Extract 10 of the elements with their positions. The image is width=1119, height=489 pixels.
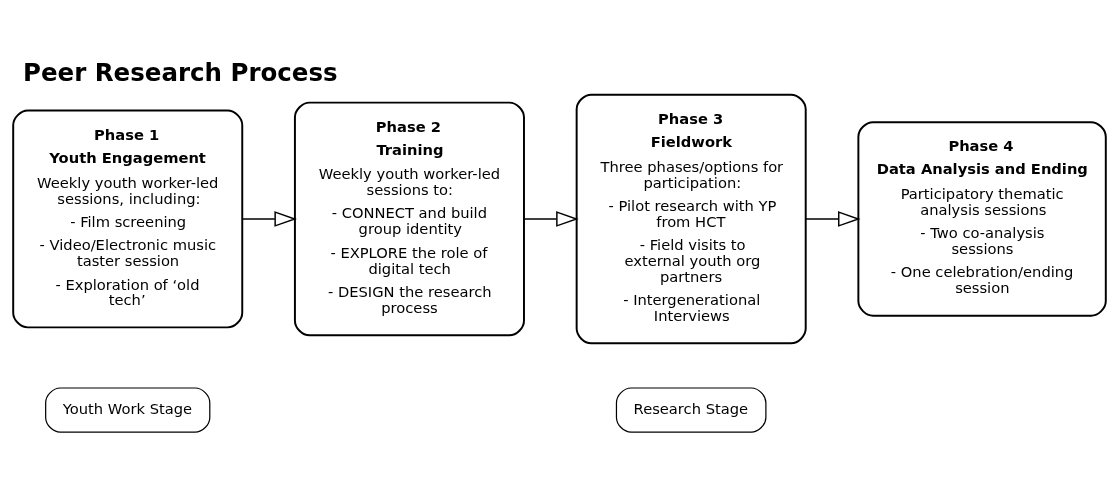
node-box: Phase 1 Youth Engagement Weekly youth worker-led sessions, including: - Film screening - Video/Electronic music taster session - Exploration of ‘old tech’: [12, 109, 244, 328]
arrow: [805, 210, 861, 227]
arrow: [523, 210, 579, 227]
diagram-title: Peer Research Process: [23, 57, 338, 87]
node-box: Phase 4 Data Analysis and Ending Participatory thematic analysis sessions - Two co-analysis sessions - One celebration/ending session: [857, 120, 1107, 317]
node-box: Phase 3 Fieldwork Three phases/options for participation: - Pilot research with YP from HCT - Field visits to external youth org partners - Intergenerational Interviews: [575, 93, 807, 344]
node-box: Phase 2 Training Weekly youth worker-led sessions to: - CONNECT and build group identity - EXPLORE the role of digital tech - DESIGN the research process: [293, 101, 525, 336]
node-box: Youth Work Stage: [45, 386, 211, 433]
node-box: Research Stage: [615, 386, 767, 433]
arrow: [241, 210, 297, 227]
